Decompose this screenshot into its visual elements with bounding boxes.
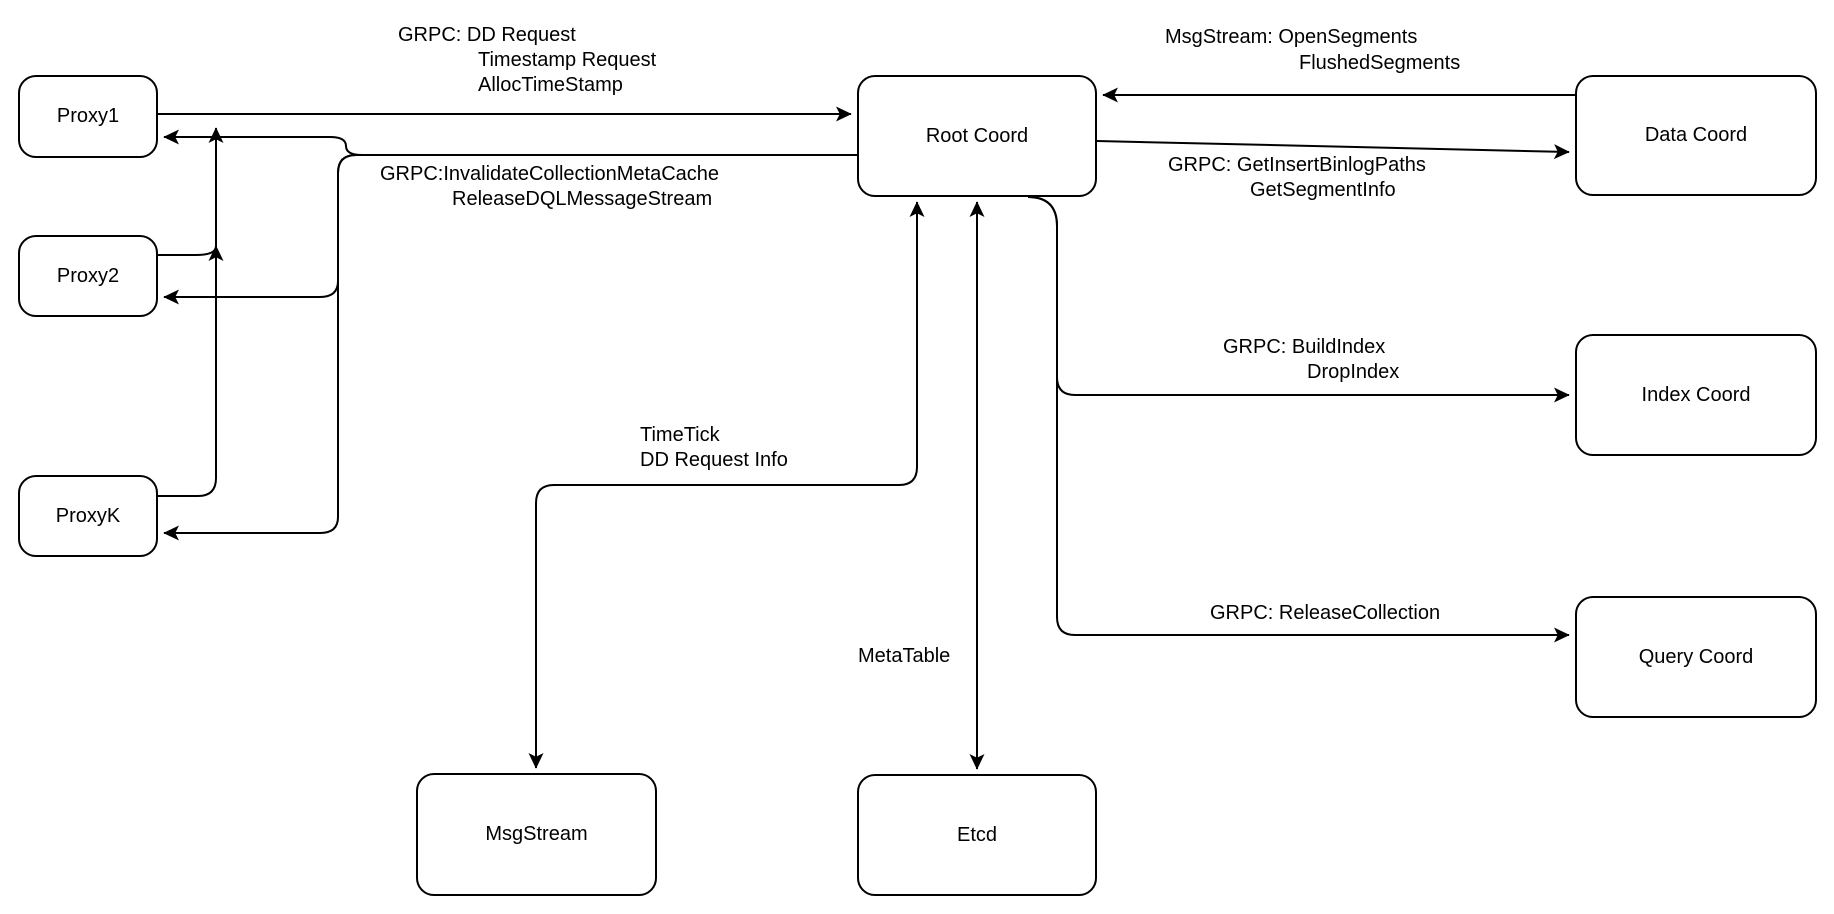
edge-group (158, 87, 1575, 770)
edge-root-to-index-coord (1027, 196, 1570, 403)
edge-root-return-to-proxy1 (163, 129, 857, 156)
edge-root-return-to-proxyk (163, 154, 857, 541)
edge-root-to-query-coord (1027, 196, 1570, 643)
edge-root-return-to-proxy2 (163, 154, 857, 305)
edge-root-to-data-coord (1096, 140, 1570, 160)
edge-proxy2-merge-up (158, 245, 224, 262)
edge-root-msgstream-bidir (528, 201, 925, 769)
edge-proxyk-merge-up (158, 127, 224, 497)
